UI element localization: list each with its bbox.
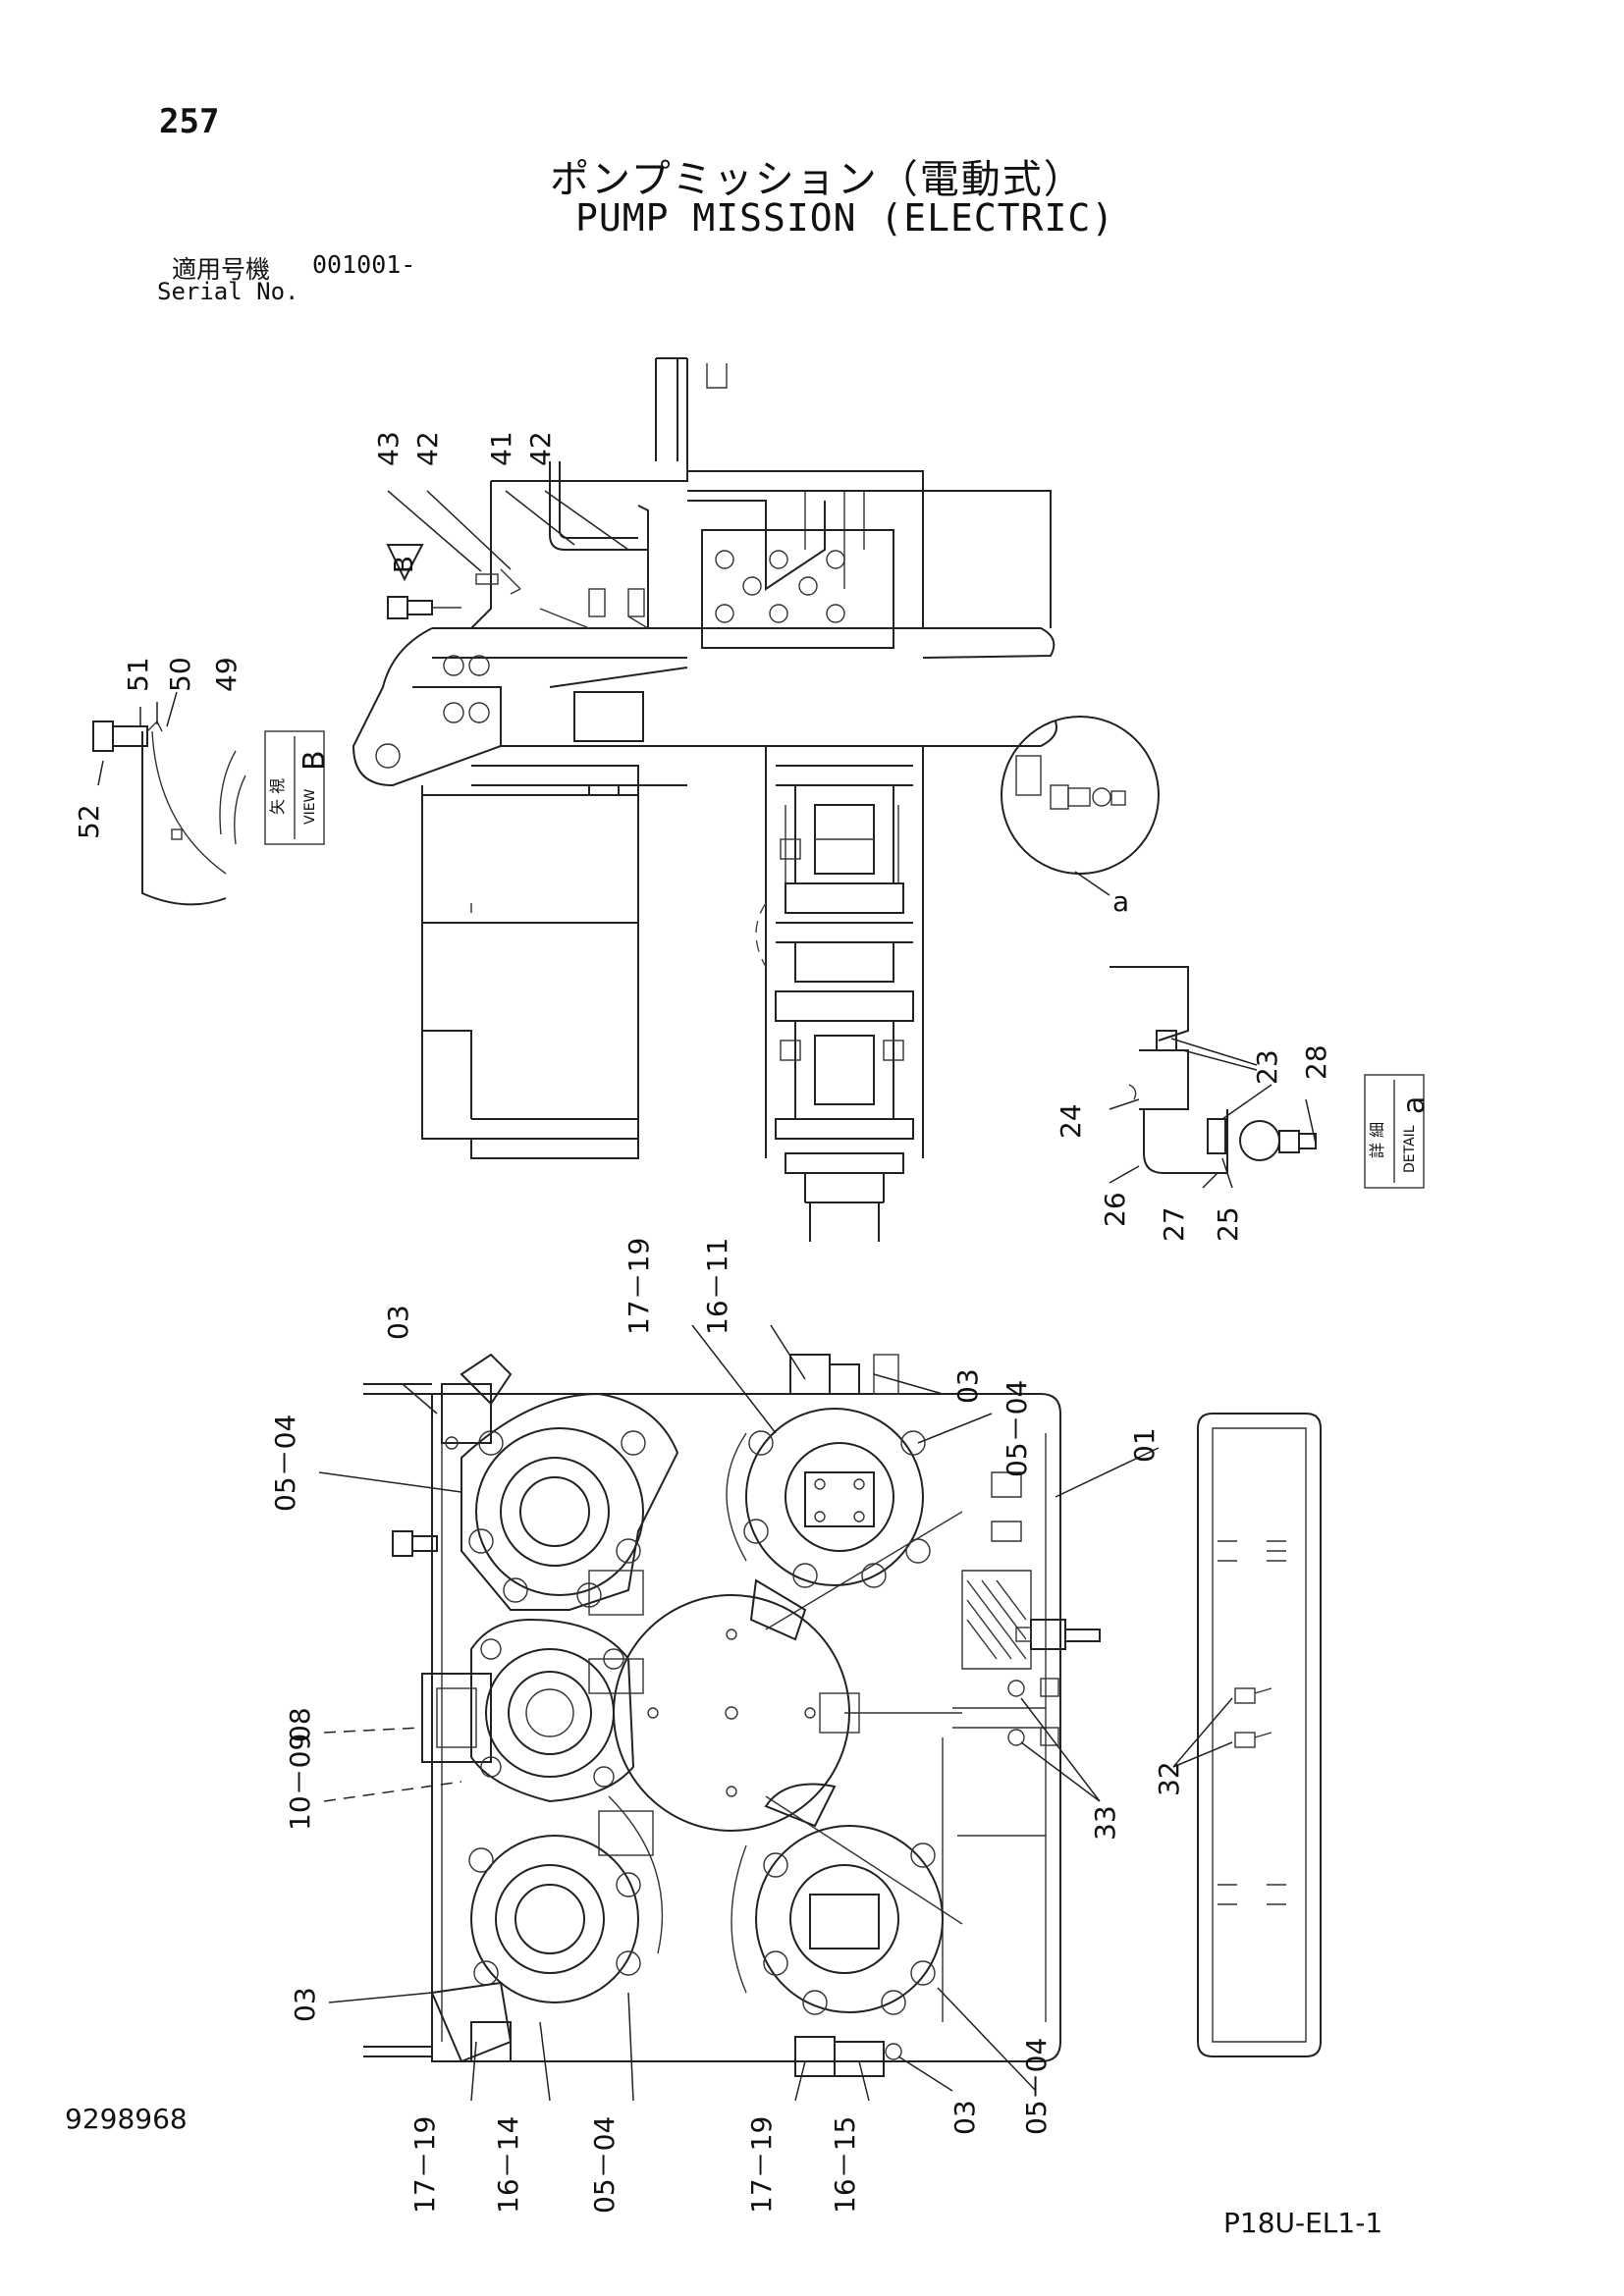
title-japanese: ポンプミッション（電動式） <box>550 157 1085 202</box>
detail-a-callouts: 23 28 24 26 27 25 <box>1055 1044 1332 1242</box>
callout-41: 41 <box>485 431 517 466</box>
callout-26: 26 <box>1099 1192 1131 1227</box>
top-view-assembly <box>352 357 1160 1242</box>
svg-text:a: a <box>1397 1096 1432 1114</box>
callout-03-b: 03 <box>951 1368 984 1404</box>
callout-27: 27 <box>1158 1206 1190 1242</box>
callout-01: 01 <box>1128 1427 1161 1463</box>
svg-text:DETAIL: DETAIL <box>1402 1125 1418 1173</box>
svg-text:B: B <box>390 556 419 573</box>
callout-43: 43 <box>372 431 405 466</box>
callout-33: 33 <box>1089 1805 1121 1841</box>
top-view-callouts: 43 42 41 42 <box>372 431 557 466</box>
svg-text:矢 視: 矢 視 <box>268 778 287 815</box>
main-view-callouts: 03 17－19 16－11 03 05－04 05－04 01 08 10－0… <box>269 1238 1185 2214</box>
title-english: PUMP MISSION (ELECTRIC) <box>575 196 1115 240</box>
view-b-detail <box>92 691 246 906</box>
document-number: 9298968 <box>65 2103 188 2135</box>
callout-25: 25 <box>1212 1206 1244 1242</box>
callout-24: 24 <box>1055 1103 1087 1139</box>
callout-16-14: 16－14 <box>492 2116 524 2214</box>
svg-text:B: B <box>298 750 332 771</box>
main-plan-view <box>363 1353 1322 2077</box>
detail-a-marker: a <box>1112 885 1129 918</box>
callout-17-19-c: 17－19 <box>745 2116 778 2214</box>
view-b-callouts: 51 50 49 52 <box>73 657 243 839</box>
sheet-code: P18U-EL1-1 <box>1223 2207 1383 2239</box>
svg-text:VIEW: VIEW <box>302 788 318 825</box>
view-b-arrow: B <box>386 544 424 582</box>
callout-52: 52 <box>73 804 105 839</box>
callout-05-04-b: 05－04 <box>269 1415 301 1512</box>
callout-16-11: 16－11 <box>701 1238 733 1335</box>
serial-label-japanese: 適用号機 <box>172 255 271 284</box>
callout-05-04-a: 05－04 <box>1001 1380 1033 1477</box>
callout-03-c: 03 <box>289 1987 321 2022</box>
callout-03-d: 03 <box>948 2100 981 2135</box>
callout-08: 08 <box>284 1707 316 1742</box>
plate-holes <box>715 550 845 623</box>
callout-10-09: 10－09 <box>284 1734 316 1831</box>
callout-05-04-d: 05－04 <box>1020 2038 1053 2135</box>
callout-49: 49 <box>210 657 243 692</box>
callout-42: 42 <box>411 431 444 466</box>
callout-50: 50 <box>164 657 196 692</box>
svg-text:詳 細: 詳 細 <box>1368 1122 1386 1158</box>
callout-32: 32 <box>1153 1761 1185 1796</box>
leader-lines <box>318 490 1233 2102</box>
view-b-label-box: 矢 視 VIEW B <box>264 730 332 845</box>
detail-a-label-box: 詳 細 DETAIL a <box>1364 1074 1432 1189</box>
callout-23: 23 <box>1251 1049 1283 1085</box>
callout-05-04-c: 05－04 <box>588 2116 621 2214</box>
serial-label-english: Serial No. <box>157 278 299 305</box>
detail-a-part <box>1109 966 1317 1189</box>
serial-value: 001001- <box>312 250 416 279</box>
callout-51: 51 <box>122 657 154 692</box>
page-number: 257 <box>159 102 220 141</box>
callout-17-19-a: 17－19 <box>623 1238 655 1335</box>
callout-28: 28 <box>1300 1044 1332 1080</box>
callout-03-a: 03 <box>382 1305 414 1340</box>
detail-a-circle <box>1001 716 1160 875</box>
callout-42b: 42 <box>524 431 557 466</box>
callout-17-19-b: 17－19 <box>408 2116 441 2214</box>
callout-16-15: 16－15 <box>829 2116 861 2214</box>
